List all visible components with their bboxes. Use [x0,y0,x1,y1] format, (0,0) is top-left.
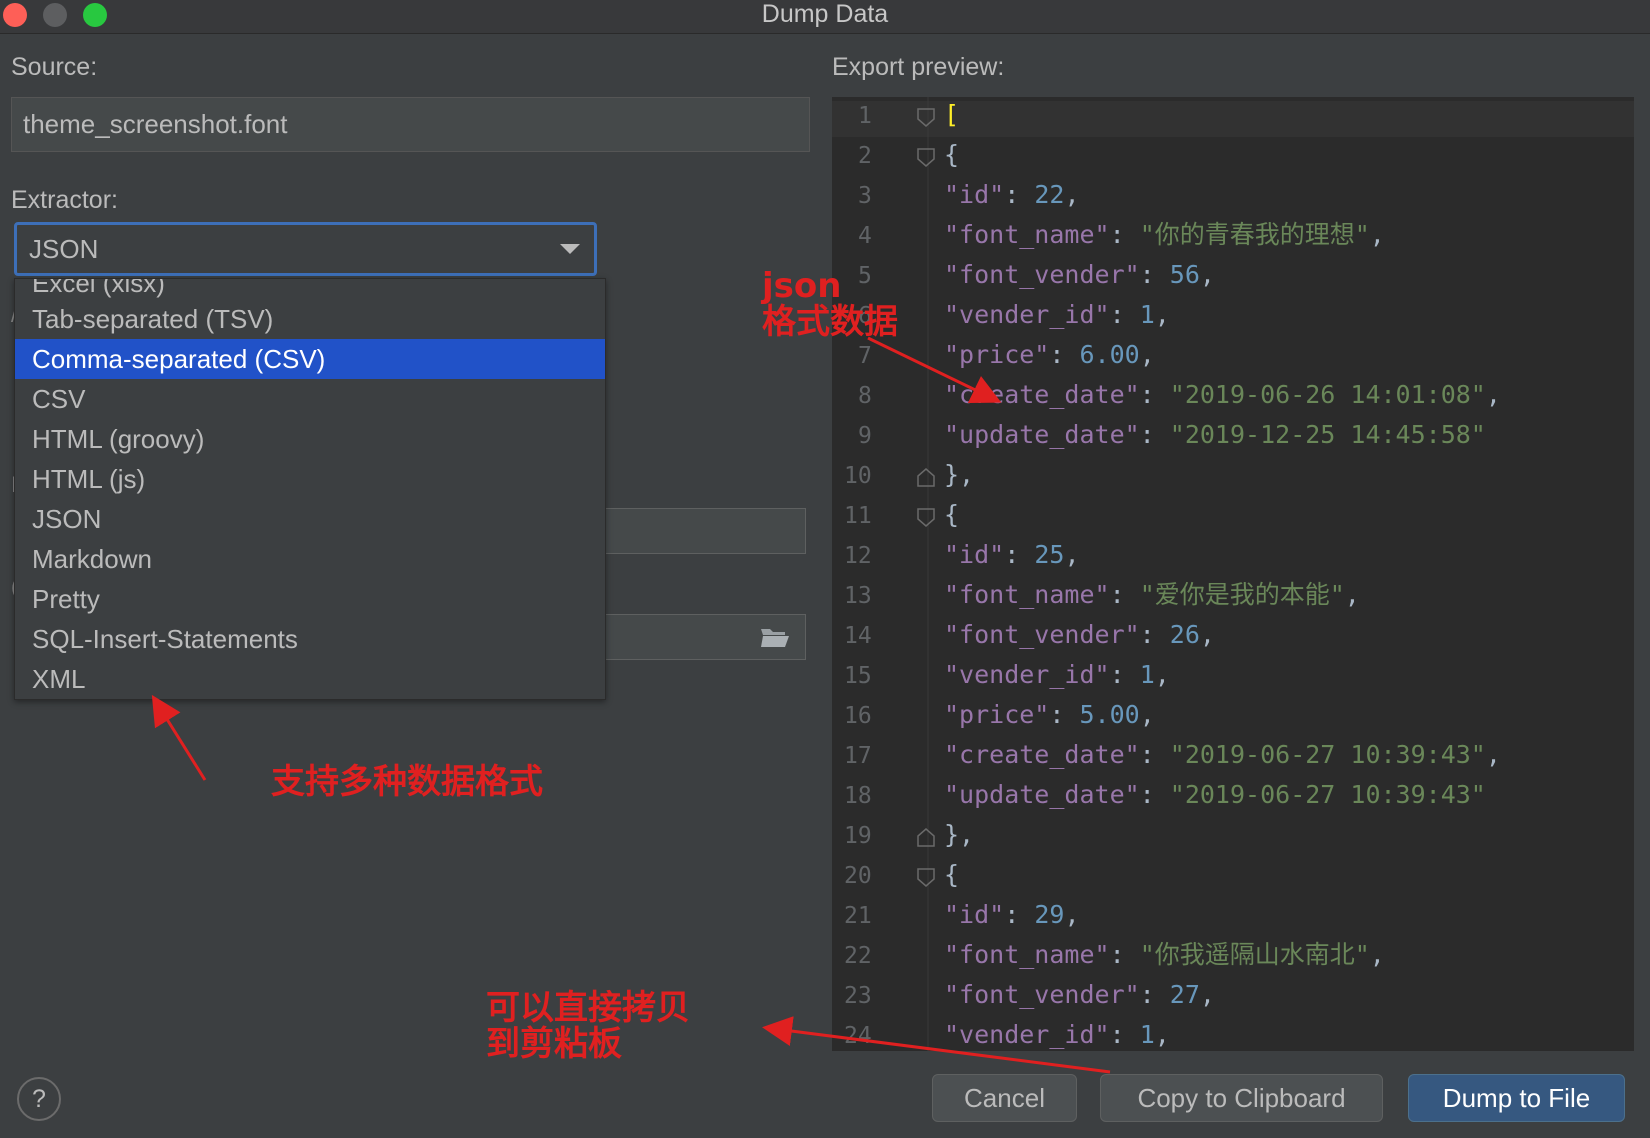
export-preview-editor[interactable]: 1 [2 {3 "id": 22, 4 "font_name": "你的青春我的理想… [832,97,1634,1051]
fold-marker-icon[interactable] [917,148,935,167]
line-number: 5 [858,263,872,289]
export-preview-label: Export preview: [832,53,1005,81]
extractor-option[interactable]: CSV [32,384,86,414]
line-number: 4 [858,223,872,249]
line-number: 16 [844,703,872,729]
fold-marker-icon[interactable] [917,868,935,887]
extractor-option[interactable]: Pretty [32,584,100,614]
code-line: [ [944,100,959,129]
fold-marker-icon[interactable] [917,468,935,487]
code-line: "price": 6.00, [944,340,1155,369]
annotation-clipboard-line1: 可以直接拷贝 [486,988,690,1028]
line-number: 13 [844,583,872,609]
code-line: { [944,500,959,529]
line-number: 12 [844,543,872,569]
line-number: 24 [844,1023,872,1049]
line-number: 14 [844,623,872,649]
code-line: "id": 22, [944,180,1080,209]
line-number: 17 [844,743,872,769]
line-number: 2 [858,143,872,169]
code-view: 1 [2 {3 "id": 22, 4 "font_name": "你的青春我的理想… [832,97,1634,1051]
source-field[interactable]: theme_screenshot.font [11,97,810,152]
zoom-window-button[interactable] [83,3,107,27]
line-number: 7 [858,343,872,369]
annotation-clipboard-line2: 到剪粘板 [486,1024,622,1064]
cancel-button[interactable]: Cancel [932,1074,1077,1122]
code-line: "font_vender": 56, [944,260,1215,289]
code-line: "create_date": "2019-06-26 14:01:08", [944,380,1501,409]
extractor-option[interactable]: HTML (groovy) [32,424,205,454]
code-line: "vender_id": 1, [944,1020,1170,1049]
line-number: 18 [844,783,872,809]
arrow-to-formats [151,694,207,781]
code-line: "id": 29, [944,900,1080,929]
title-bar: Dump Data [0,0,1650,34]
code-line: { [944,860,959,889]
line-number: 10 [844,463,872,489]
code-line: "vender_id": 1, [944,660,1170,689]
extractor-option[interactable]: XML [32,664,86,694]
code-line: "id": 25, [944,540,1080,569]
extractor-option[interactable]: JSON [32,504,102,534]
hidden-text-field[interactable] [600,508,806,554]
code-line: "update_date": "2019-06-27 10:39:43" [944,780,1486,809]
chevron-down-icon[interactable] [560,244,580,254]
line-number: 19 [844,823,872,849]
line-number: 1 [858,103,872,129]
source-label: Source: [11,53,98,81]
line-number: 23 [844,983,872,1009]
line-number: 3 [858,183,872,209]
line-number: 21 [844,903,872,929]
window-title: Dump Data [761,0,889,28]
code-line: "font_vender": 26, [944,620,1215,649]
extractor-dropdown-list[interactable]: Excel (xlsx) Tab-separated (TSV) Comma-se… [14,278,606,700]
extractor-combobox[interactable]: JSON [14,222,597,276]
annotation-json-subtitle: 格式数据 [762,302,898,342]
close-window-button[interactable] [3,3,27,27]
fold-marker-icon[interactable] [917,108,935,127]
line-number: 20 [844,863,872,889]
extractor-value: JSON [29,234,99,264]
code-line: "font_name": "你我遥隔山水南北", [944,940,1385,969]
folder-icon[interactable] [760,626,790,648]
code-line: }, [944,820,974,849]
line-number: 6 [858,303,872,329]
extractor-option[interactable]: HTML (js) [32,464,146,494]
copy-to-clipboard-button[interactable]: Copy to Clipboard [1100,1074,1383,1122]
extractor-label: Extractor: [11,186,118,214]
line-number: 22 [844,943,872,969]
fold-marker-icon[interactable] [917,508,935,527]
option-excel-xlsx[interactable]: Excel (xlsx) [32,278,165,298]
dump-to-file-button[interactable]: Dump to File [1408,1074,1625,1122]
code-line: "font_vender": 27, [944,980,1215,1009]
extractor-option[interactable]: Tab-separated (TSV) [32,304,274,334]
extractor-option[interactable]: Markdown [32,544,152,574]
fold-marker-icon[interactable] [917,828,935,847]
annotation-formats: 支持多种数据格式 [271,762,543,802]
line-number: 9 [858,423,872,449]
annotation-json-title: json [762,266,842,306]
line-number: 8 [858,383,872,409]
extractor-option[interactable]: SQL-Insert-Statements [32,624,298,654]
minimize-window-button[interactable] [43,3,67,27]
code-line: "font_name": "爱你是我的本能", [944,580,1360,609]
code-line: "update_date": "2019-12-25 14:45:58" [944,420,1486,449]
code-line: "create_date": "2019-06-27 10:39:43", [944,740,1501,769]
code-line: "vender_id": 1, [944,300,1170,329]
code-line: }, [944,460,974,489]
current-line-highlight [832,101,1634,137]
help-button[interactable]: ? [17,1077,61,1121]
code-line: { [944,140,959,169]
code-line: "price": 5.00, [944,700,1155,729]
extractor-option[interactable]: Comma-separated (CSV) [15,339,605,379]
code-line: "font_name": "你的青春我的理想", [944,220,1385,249]
line-number: 15 [844,663,872,689]
line-number: 11 [844,503,872,529]
